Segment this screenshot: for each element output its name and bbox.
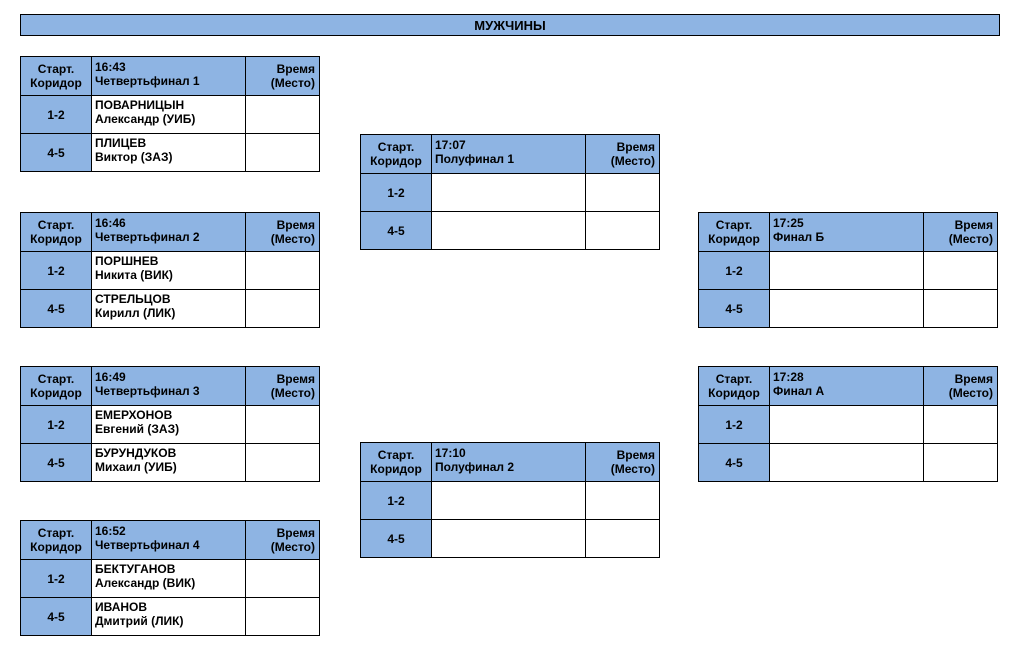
lane-header: Старт.Коридор	[21, 521, 91, 559]
event-name: Полуфинал 2	[435, 460, 515, 474]
lane-cell: 1-2	[361, 173, 431, 211]
lane-cell: 1-2	[21, 559, 91, 597]
lane-cell: 1-2	[21, 95, 91, 133]
event-name: Четвертьфинал 1	[95, 74, 200, 88]
result-cell	[245, 251, 319, 289]
lane-cell: 4-5	[361, 211, 431, 249]
lane-cell: 4-5	[699, 289, 769, 327]
event-time: 17:28	[773, 370, 804, 384]
time-header: Время(Место)	[923, 367, 997, 405]
time-header: Время(Место)	[585, 135, 659, 173]
athlete-cell	[769, 289, 923, 327]
lane-cell: 4-5	[21, 443, 91, 481]
result-cell	[245, 405, 319, 443]
result-cell	[923, 443, 997, 481]
lane-cell: 4-5	[21, 597, 91, 635]
result-cell	[245, 133, 319, 171]
athlete-cell	[769, 443, 923, 481]
lane-cell: 1-2	[361, 481, 431, 519]
event-time: 17:10	[435, 446, 466, 460]
event-name: Финал Б	[773, 230, 825, 244]
lane-cell: 4-5	[361, 519, 431, 557]
event-name: Финал А	[773, 384, 825, 398]
result-cell	[585, 173, 659, 211]
lane-header: Старт.Коридор	[21, 213, 91, 251]
page-title: МУЖЧИНЫ	[20, 14, 1000, 36]
result-cell	[585, 519, 659, 557]
athlete-cell	[431, 173, 585, 211]
lane-header: Старт.Коридор	[699, 367, 769, 405]
result-cell	[923, 251, 997, 289]
result-cell	[585, 481, 659, 519]
event-time: 16:49	[95, 370, 126, 384]
time-header: Время(Место)	[245, 367, 319, 405]
result-cell	[245, 95, 319, 133]
event-time: 17:07	[435, 138, 466, 152]
time-header: Время(Место)	[923, 213, 997, 251]
result-cell	[245, 597, 319, 635]
event-name: Четвертьфинал 2	[95, 230, 200, 244]
athlete-cell	[769, 251, 923, 289]
lane-cell: 1-2	[21, 405, 91, 443]
lane-header: Старт.Коридор	[21, 57, 91, 95]
athlete-cell	[431, 481, 585, 519]
time-header: Время(Место)	[245, 521, 319, 559]
lane-cell: 4-5	[21, 133, 91, 171]
athlete-cell	[431, 211, 585, 249]
time-header: Время(Место)	[245, 213, 319, 251]
result-cell	[923, 289, 997, 327]
lane-header: Старт.Коридор	[361, 135, 431, 173]
result-cell	[245, 289, 319, 327]
result-cell	[923, 405, 997, 443]
time-header: Время(Место)	[245, 57, 319, 95]
time-header: Время(Место)	[585, 443, 659, 481]
lane-cell: 1-2	[699, 251, 769, 289]
event-name: Четвертьфинал 4	[95, 538, 200, 552]
event-name: Полуфинал 1	[435, 152, 515, 166]
event-time: 17:25	[773, 216, 804, 230]
lane-header: Старт.Коридор	[361, 443, 431, 481]
event-name: Четвертьфинал 3	[95, 384, 200, 398]
result-cell	[585, 211, 659, 249]
athlete-cell	[769, 405, 923, 443]
lane-cell: 4-5	[699, 443, 769, 481]
lane-header: Старт.Коридор	[699, 213, 769, 251]
event-time: 16:52	[95, 524, 126, 538]
lane-cell: 1-2	[699, 405, 769, 443]
athlete-cell	[431, 519, 585, 557]
result-cell	[245, 559, 319, 597]
event-time: 16:46	[95, 216, 126, 230]
result-cell	[245, 443, 319, 481]
lane-cell: 4-5	[21, 289, 91, 327]
lane-header: Старт.Коридор	[21, 367, 91, 405]
event-time: 16:43	[95, 60, 126, 74]
lane-cell: 1-2	[21, 251, 91, 289]
